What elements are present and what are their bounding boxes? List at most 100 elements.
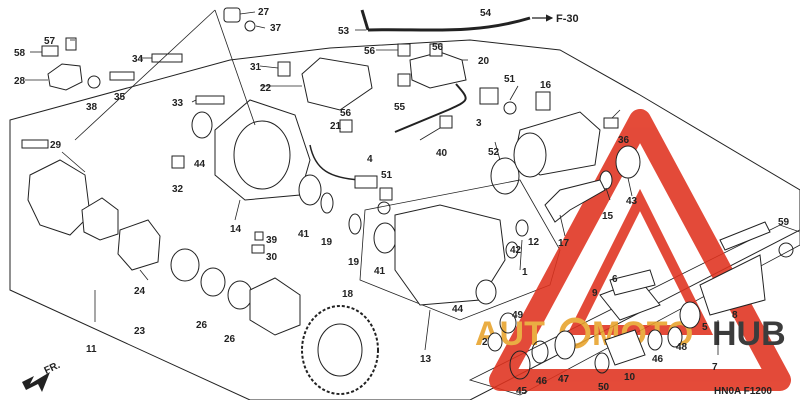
callout-58: 58 — [14, 48, 26, 59]
part-22 — [301, 57, 373, 111]
callout-35: 35 — [114, 92, 126, 103]
callout-34: 34 — [132, 54, 144, 65]
part-47 — [554, 330, 576, 360]
part-5 — [679, 301, 701, 329]
part-55 — [397, 73, 411, 87]
callout-3: 3 — [476, 118, 482, 129]
callout-17: 17 — [558, 238, 570, 249]
part-14-bore — [233, 120, 291, 190]
part-49 — [499, 312, 517, 334]
callout-57: 57 — [44, 36, 56, 47]
part-40 — [439, 115, 453, 129]
part-24 — [117, 219, 161, 271]
part-19b — [348, 213, 362, 235]
callout-23: 23 — [134, 326, 146, 337]
part-56c — [429, 43, 443, 57]
fr-arrow-icon — [22, 372, 50, 392]
callout-39: 39 — [266, 235, 278, 246]
part-51b — [379, 187, 393, 201]
callout-4: 4 — [367, 154, 373, 165]
part-59 — [778, 242, 794, 258]
callout-47: 47 — [558, 374, 570, 385]
part-51a — [479, 87, 499, 105]
callout-56-b: 56 — [432, 42, 444, 53]
part-51b-ring — [377, 201, 391, 215]
callout-46-a: 46 — [652, 354, 664, 365]
callout-28: 28 — [14, 76, 26, 87]
callout-27: 27 — [258, 7, 270, 18]
part-3 — [394, 83, 467, 133]
part-18 — [301, 305, 379, 395]
part-8-shaft — [699, 254, 766, 316]
part-27 — [223, 7, 241, 23]
part-2 — [487, 332, 503, 352]
part-28 — [47, 63, 83, 91]
callout-36: 36 — [618, 135, 630, 146]
part-diff-case — [249, 277, 301, 336]
part-17 — [544, 179, 606, 223]
part-shaft-upper — [719, 221, 771, 251]
callout-1: 1 — [522, 267, 528, 278]
callout-37: 37 — [270, 23, 282, 34]
part-20 — [409, 51, 467, 89]
callout-20: 20 — [478, 56, 490, 67]
callout-2: 2 — [482, 337, 488, 348]
part-56b — [397, 43, 411, 57]
part-18-inner — [317, 323, 363, 377]
callout-51-a: 51 — [504, 74, 516, 85]
callout-13: 13 — [420, 354, 432, 365]
callout-7: 7 — [712, 362, 718, 373]
part-left-gear — [81, 197, 119, 241]
part-57 — [65, 37, 77, 51]
callout-50: 50 — [598, 382, 610, 393]
callout-56-a: 56 — [364, 46, 376, 57]
part-23 — [170, 248, 200, 282]
part-30 — [251, 244, 265, 254]
part-42 — [505, 241, 519, 259]
part-41a — [298, 174, 322, 206]
section-reference: F-30 — [532, 13, 579, 25]
part-53 — [360, 9, 370, 31]
callout-33: 33 — [172, 98, 184, 109]
part-51ring — [503, 101, 517, 115]
fr-label: FR. — [43, 360, 62, 377]
callout-40: 40 — [436, 148, 448, 159]
callout-9: 9 — [592, 288, 598, 299]
part-54 — [367, 16, 531, 32]
part-31 — [277, 61, 291, 77]
part-50 — [594, 352, 610, 374]
callout-43: 43 — [626, 196, 638, 207]
part-45 — [509, 350, 531, 380]
callout-16: 16 — [540, 80, 552, 91]
callout-5: 5 — [702, 322, 708, 333]
callout-52: 52 — [488, 147, 500, 158]
part-clutch — [513, 132, 547, 178]
callout-44-a: 44 — [194, 159, 206, 170]
part-39 — [254, 231, 264, 241]
callout-53: 53 — [338, 26, 350, 37]
callout-46-b: 46 — [536, 376, 548, 387]
part-35 — [109, 71, 135, 81]
parts-drawings — [21, 7, 794, 395]
callout-12: 12 — [528, 237, 540, 248]
callout-19-b: 19 — [348, 257, 360, 268]
part-4 — [354, 175, 378, 189]
callout-8: 8 — [732, 310, 738, 321]
leader-lines — [25, 9, 719, 355]
part-37 — [244, 20, 256, 32]
part-48 — [667, 326, 683, 348]
callout-6: 6 — [612, 274, 618, 285]
part-46b — [531, 340, 549, 364]
callout-14: 14 — [230, 224, 242, 235]
callout-51-b: 51 — [381, 170, 393, 181]
part-16b — [535, 91, 551, 111]
callout-54: 54 — [480, 8, 492, 19]
watermark-text-hub: HUB — [712, 315, 786, 353]
part-58 — [41, 45, 59, 57]
callout-26-a: 26 — [196, 320, 208, 331]
part-10 — [604, 329, 646, 366]
part-41b — [373, 222, 397, 254]
callout-55: 55 — [394, 102, 406, 113]
callout-labels: 27 37 53 54 57 58 28 38 35 34 31 22 56 5… — [14, 7, 790, 397]
